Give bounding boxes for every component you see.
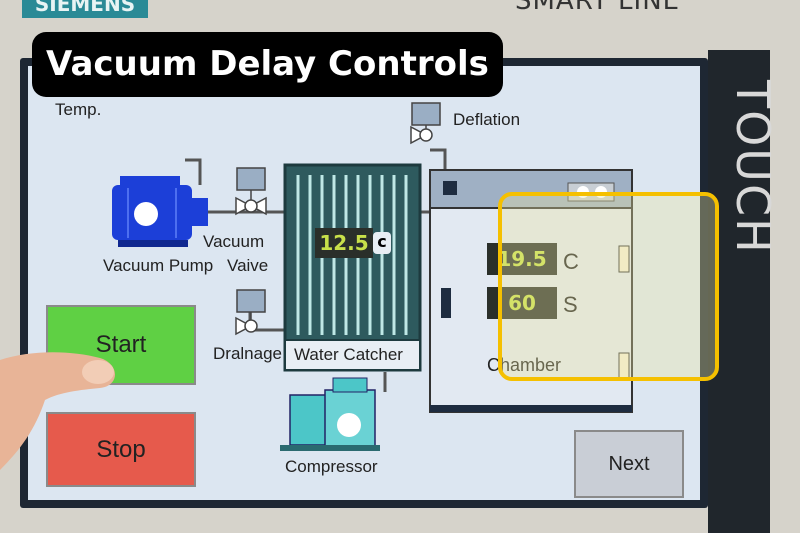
- caption-banner: Vacuum Delay Controls: [32, 32, 503, 97]
- drainage-valve-icon: [235, 289, 266, 336]
- brand-label: SMART LINE: [515, 0, 681, 16]
- vacuum-pump-label: Vacuum Pump: [103, 256, 214, 275]
- finger-icon: [0, 352, 115, 470]
- deflation-label: Deflation: [453, 110, 521, 129]
- siemens-logo: SIEMENS: [22, 0, 148, 18]
- deflation-valve-icon: [410, 102, 441, 145]
- water-temp-unit: c: [373, 232, 391, 254]
- vacuum-valve-label-2: Vaive: [227, 256, 269, 275]
- chamber-temp-unit: C: [563, 249, 579, 274]
- vacuum-pump-icon: [112, 176, 208, 247]
- compressor-label: Compressor: [285, 457, 378, 476]
- next-button[interactable]: Next: [574, 430, 684, 498]
- water-catcher-label: Water Catcher: [294, 345, 403, 364]
- water-catcher-icon: [283, 163, 422, 372]
- vacuum-valve-label: Vacuum: [203, 232, 265, 251]
- stop-button[interactable]: Stop: [46, 412, 196, 487]
- vacuum-valve-icon: [235, 167, 267, 216]
- temp-label: Temp.: [55, 100, 102, 119]
- highlight-box: [498, 192, 719, 381]
- touch-label: TOUCH: [726, 80, 780, 255]
- water-temp-display: 12.5: [315, 228, 373, 258]
- delay-time-unit: S: [563, 292, 578, 317]
- compressor-icon: [280, 377, 380, 451]
- drainage-label: Dralnage: [213, 344, 282, 363]
